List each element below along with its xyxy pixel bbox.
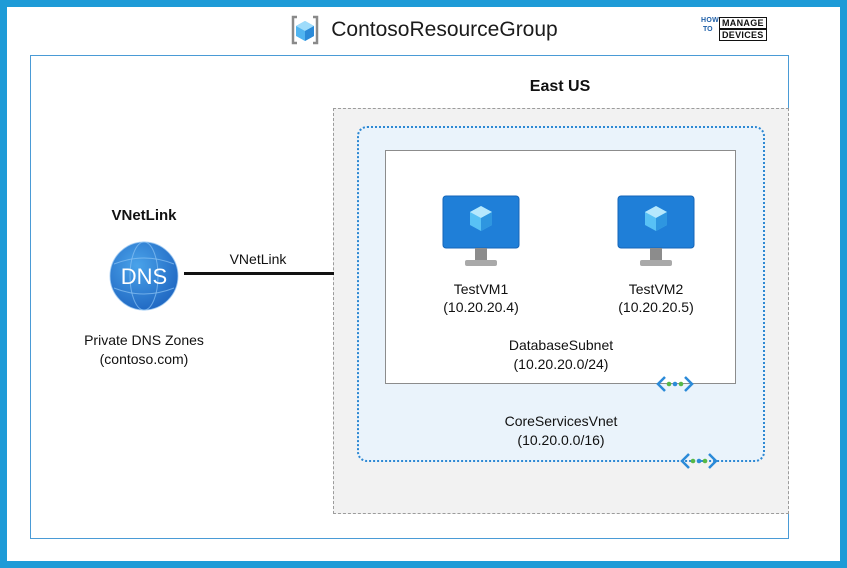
vm-1-name: TestVM1 xyxy=(453,281,509,297)
resource-group-icon xyxy=(292,15,319,45)
resource-group-title: ContosoResourceGroup xyxy=(331,18,558,41)
virtual-machine-icon xyxy=(617,195,695,266)
dns-name: Private DNS Zones xyxy=(84,332,204,348)
vnet-name: CoreServicesVnet xyxy=(504,413,618,429)
subnet-network-icon xyxy=(656,376,694,392)
vnet-link-line xyxy=(184,272,334,275)
vnet-cidr: (10.20.0.0/16) xyxy=(517,432,605,448)
vm-2 xyxy=(611,194,701,270)
subnet-cidr: (10.20.20.0/24) xyxy=(513,356,609,372)
region-label: East US xyxy=(529,78,591,95)
dns-heading: VNetLink xyxy=(111,207,177,224)
brand-manage: MANAGE xyxy=(719,17,767,29)
vnet-link-label: VNetLink xyxy=(229,251,287,267)
brand-to: TO xyxy=(703,26,713,33)
brand-how: HOW xyxy=(701,17,720,24)
vm-2-name: TestVM2 xyxy=(628,281,684,297)
virtual-network-icon xyxy=(680,453,718,469)
vm-2-ip: (10.20.20.5) xyxy=(618,299,694,315)
virtual-machine-icon xyxy=(442,195,520,266)
resource-group-header: ContosoResourceGroup xyxy=(0,14,847,46)
dns-zone-icon: DNS xyxy=(109,241,179,311)
vm-1 xyxy=(436,194,526,270)
brand-logo: HOW TO MANAGE DEVICES xyxy=(701,17,773,41)
brand-devices: DEVICES xyxy=(719,29,767,41)
vm-1-ip: (10.20.20.4) xyxy=(443,299,519,315)
dns-zone: (contoso.com) xyxy=(99,351,189,367)
subnet-name: DatabaseSubnet xyxy=(508,337,614,353)
subnet-boundary xyxy=(385,150,736,384)
dns-icon-text: DNS xyxy=(121,264,167,289)
